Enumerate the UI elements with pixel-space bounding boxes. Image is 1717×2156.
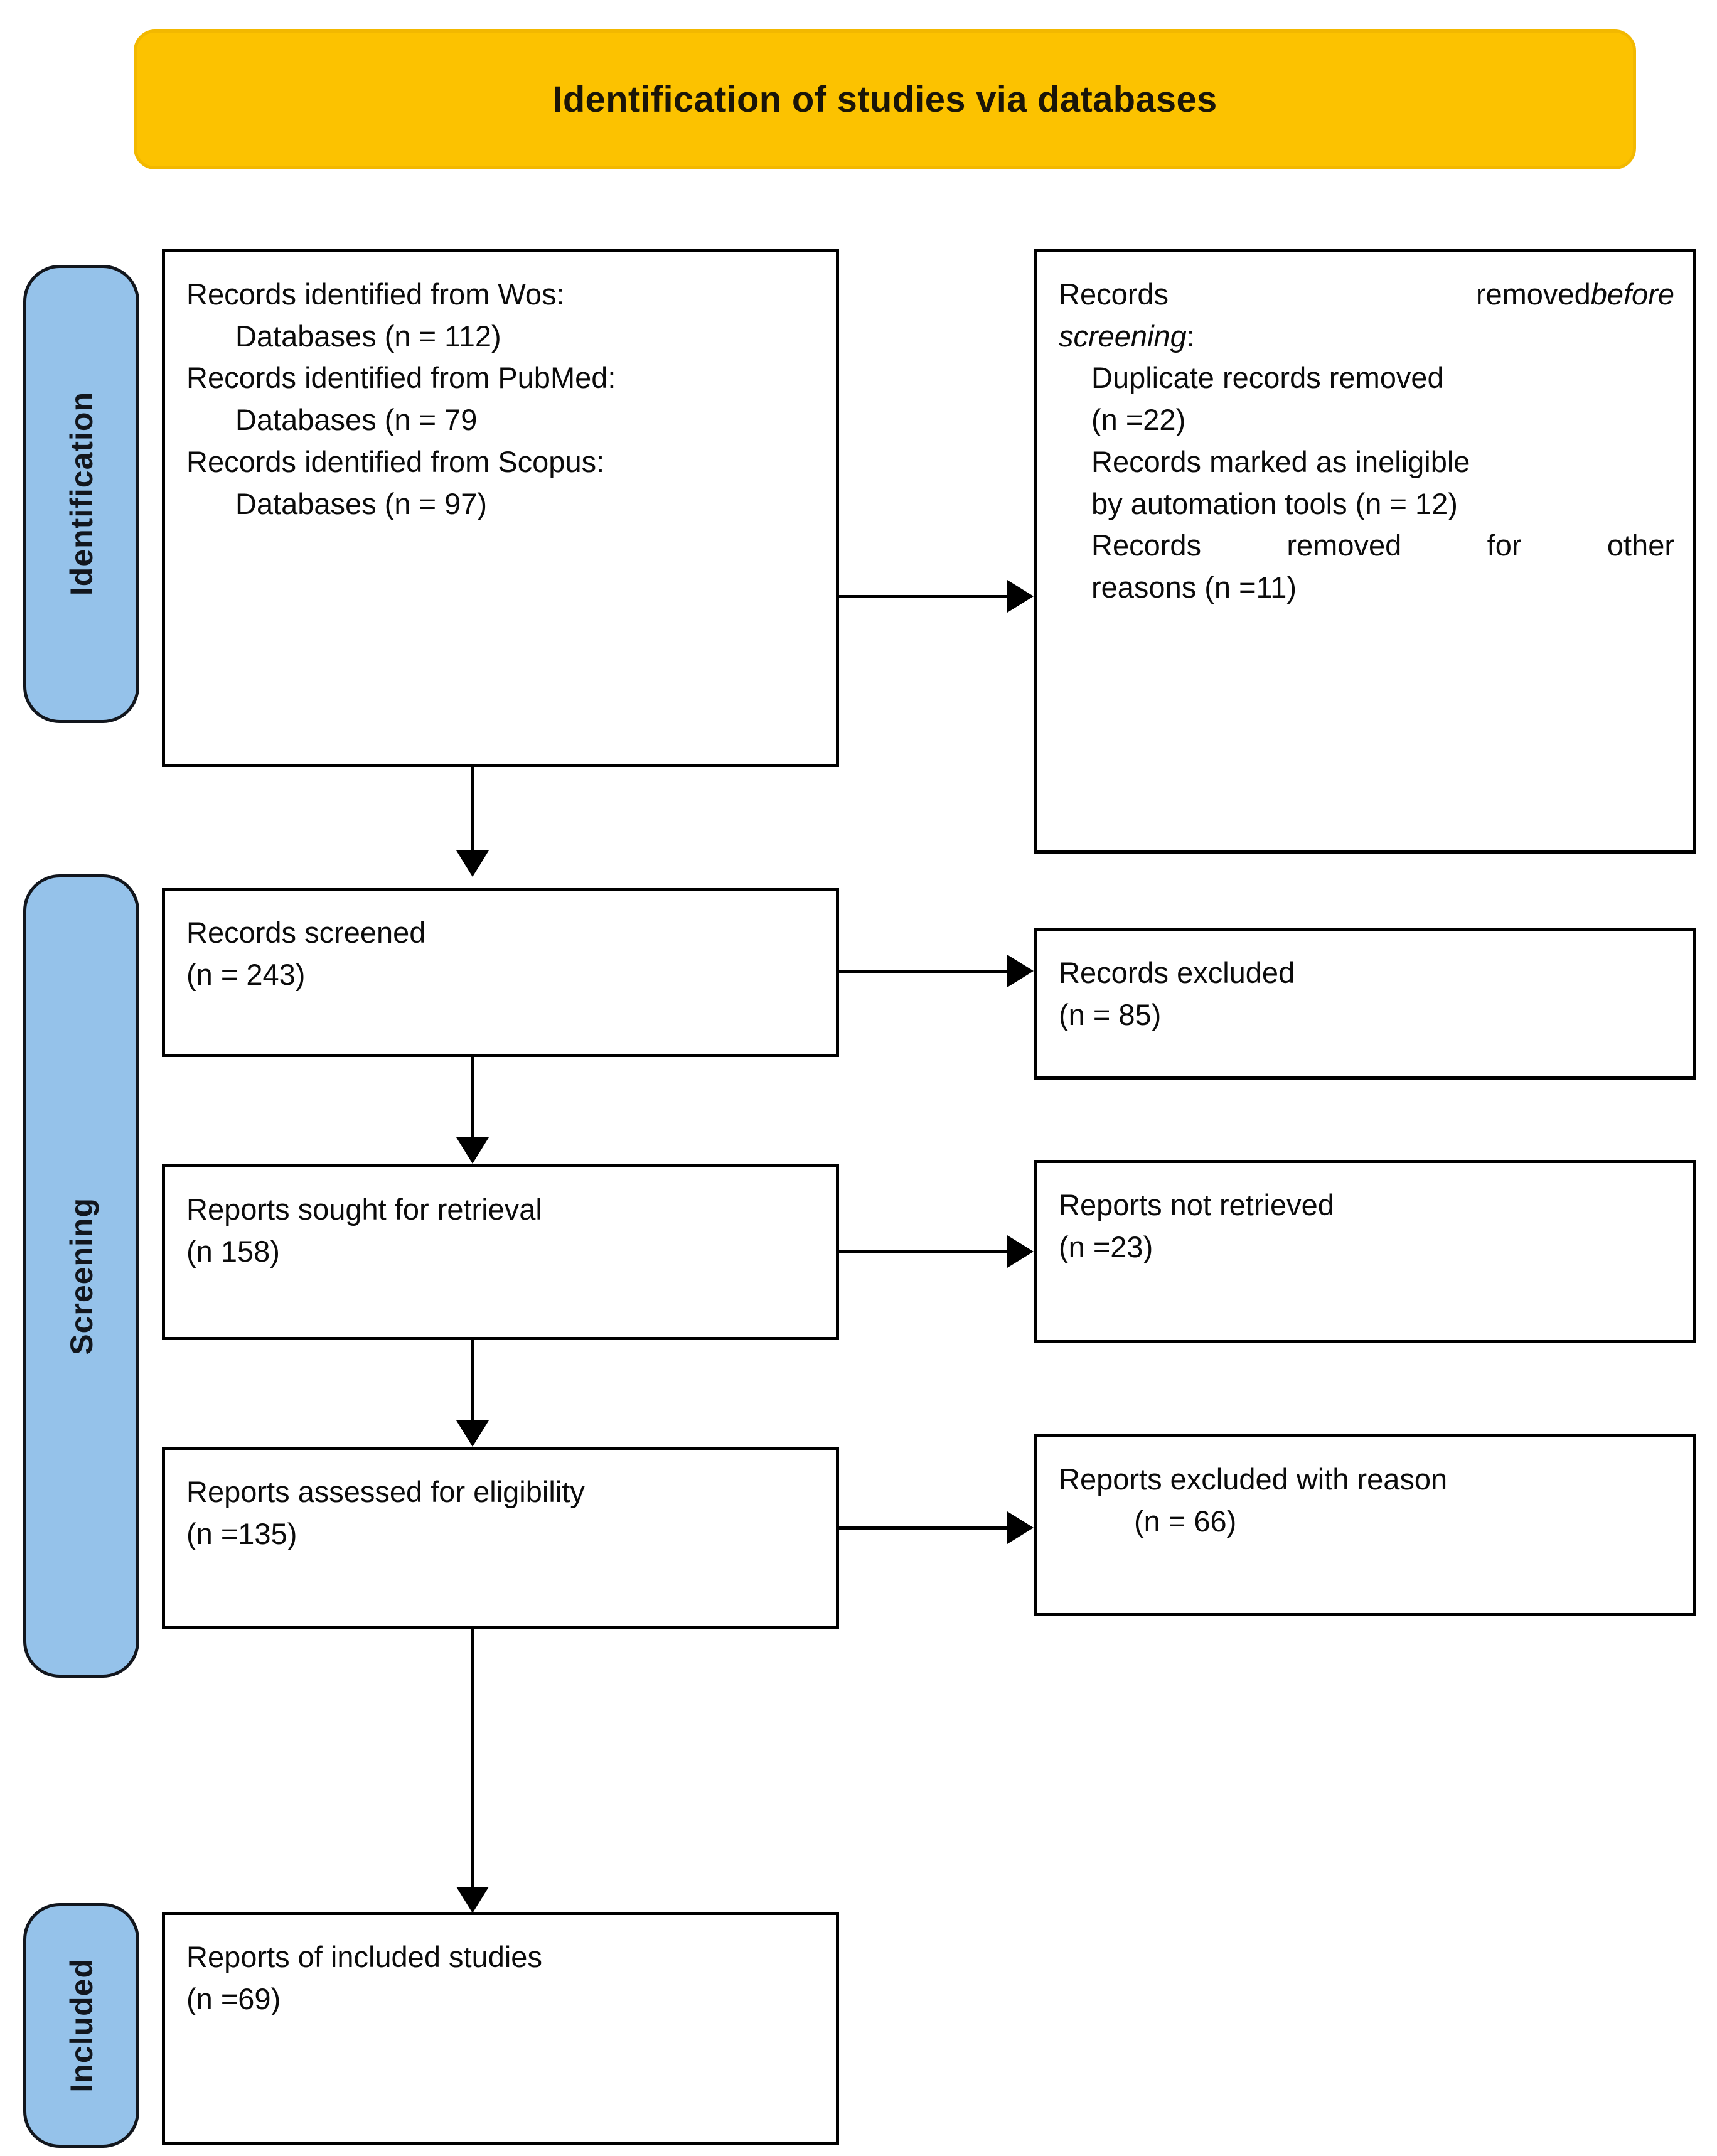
line-scopus-count: Databases (n = 97) [235,486,488,520]
line-included-label: Reports of included studies [186,1940,542,1973]
line-pubmed-label: Records identified from PubMed: [186,361,616,395]
line-excluded-count: (n = 85) [1059,997,1162,1031]
box-records-identified: Records identified from Wos: Databases (… [162,249,839,767]
line-ineligible-1: Records marked as ineligible [1091,444,1470,478]
box-records-removed-before-screening: Records removedbefore screening: Duplica… [1034,249,1696,854]
line-ineligible-2: by automation tools (n = 12) [1091,486,1458,520]
line-not-retrieved-label: Reports not retrieved [1059,1188,1334,1221]
arrowhead-identified-to-removed [1007,580,1034,613]
connector-identified-to-removed [839,595,1010,598]
banner-title: Identification of studies via databases [552,79,1217,120]
connector-assessed-to-excluded-reason [839,1526,1010,1530]
stage-tab-screening-label: Screening [63,1197,99,1355]
line-screened-count: (n = 243) [186,957,306,991]
line-excluded-reason-count: (n = 66) [1134,1504,1237,1538]
box-reports-assessed-for-eligibility: Reports assessed for eligibility (n =135… [162,1447,839,1629]
line-wos-label: Records identified from Wos: [186,277,565,311]
line-removed-head-1: Records removedbefore [1059,274,1674,316]
box-records-screened: Records screened (n = 243) [162,888,839,1057]
line-sought-count: (n 158) [186,1234,280,1268]
removed-head-italic: before [1590,277,1674,311]
box-records-excluded: Records excluded (n = 85) [1034,928,1696,1080]
line-excluded-reason-label: Reports excluded with reason [1059,1462,1448,1496]
line-assessed-count: (n =135) [186,1516,297,1550]
line-duplicate-removed: Duplicate records removed [1091,361,1444,395]
line-included-count: (n =69) [186,1982,281,2015]
line-excluded-label: Records excluded [1059,956,1295,989]
removed-head-italic-2: screening [1059,319,1187,353]
arrowhead-identified-to-screened [456,850,489,877]
line-wos-count: Databases (n = 112) [235,319,501,353]
removed-head-text: Records removed [1059,277,1591,311]
box-reports-sought-for-retrieval: Reports sought for retrieval (n 158) [162,1164,839,1340]
line-scopus-label: Records identified from Scopus: [186,444,605,478]
connector-sought-to-not-retrieved [839,1250,1010,1253]
stage-tab-included: Included [23,1903,139,2148]
box-reports-of-included-studies: Reports of included studies (n =69) [162,1912,839,2145]
line-screened-label: Records screened [186,916,426,949]
line-removed-head-2: screening: [1059,316,1674,358]
stage-tab-included-label: Included [63,1958,99,2093]
line-sought-label: Reports sought for retrieval [186,1193,542,1226]
connector-screened-to-excluded [839,970,1010,973]
arrowhead-screened-to-sought [456,1137,489,1164]
line-other-1: Records removed for other [1091,528,1674,562]
box-reports-not-retrieved: Reports not retrieved (n =23) [1034,1160,1696,1343]
connector-assessed-to-included [471,1629,474,1889]
stage-tab-identification-label: Identification [63,392,99,596]
line-assessed-label: Reports assessed for eligibility [186,1475,585,1508]
arrowhead-sought-to-not-retrieved [1007,1235,1034,1268]
diagram-header-banner: Identification of studies via databases [134,29,1636,169]
arrowhead-screened-to-excluded [1007,955,1034,987]
connector-screened-to-sought [471,1057,474,1139]
box-reports-excluded-with-reason: Reports excluded with reason (n = 66) [1034,1434,1696,1616]
arrowhead-assessed-to-included [456,1887,489,1913]
removed-head-colon: : [1186,319,1195,353]
stage-tab-identification: Identification [23,265,139,723]
line-not-retrieved-count: (n =23) [1059,1230,1153,1263]
connector-sought-to-assessed [471,1340,474,1422]
line-pubmed-count: Databases (n = 79 [235,403,478,437]
stage-tab-screening: Screening [23,874,139,1678]
arrowhead-sought-to-assessed [456,1420,489,1447]
connector-identified-to-screened [471,767,474,852]
arrowhead-assessed-to-excluded-reason [1007,1511,1034,1544]
line-duplicate-count: (n =22) [1091,403,1186,437]
line-other-2: reasons (n =11) [1091,571,1297,604]
